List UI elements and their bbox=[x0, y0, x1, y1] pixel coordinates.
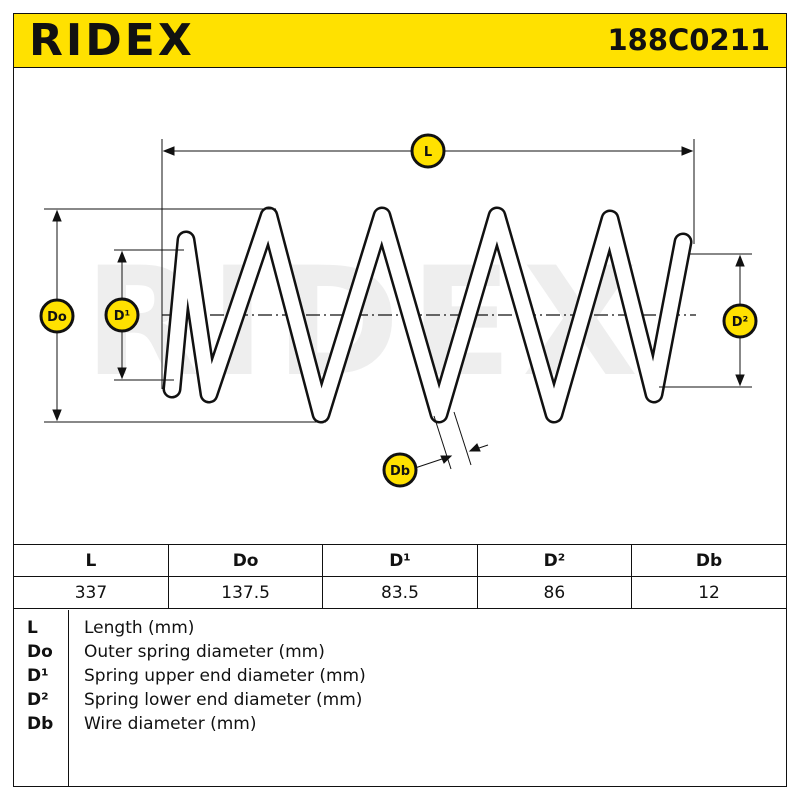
badge-D2-label: D² bbox=[732, 315, 749, 330]
spec-table-value-row: 337 137.5 83.5 86 12 bbox=[14, 576, 786, 609]
header-bar: RIDEX 188C0211 bbox=[14, 14, 786, 68]
spec-value-Do: 137.5 bbox=[167, 576, 324, 609]
brand-logo: RIDEX bbox=[29, 15, 195, 66]
legend-description: Spring lower end diameter (mm) bbox=[84, 690, 363, 710]
spec-header-Db: Db bbox=[631, 544, 786, 577]
legend-description: Spring upper end diameter (mm) bbox=[84, 666, 366, 686]
spec-value-L: 337 bbox=[14, 576, 169, 609]
badge-L: L bbox=[410, 133, 446, 169]
spec-header-L: L bbox=[14, 544, 169, 577]
spring-diagram: RIDEX bbox=[39, 133, 758, 488]
dimension-wire-diameter bbox=[411, 411, 489, 470]
dimension-lower-end-diameter bbox=[659, 253, 752, 388]
badge-Do: Do bbox=[39, 298, 75, 334]
legend-symbol: D² bbox=[27, 690, 49, 710]
product-sheet: RIDEX 188C0211 RIDEX bbox=[13, 13, 787, 787]
badge-Do-label: Do bbox=[47, 310, 67, 325]
spec-value-Db: 12 bbox=[631, 576, 786, 609]
spec-value-D2: 86 bbox=[476, 576, 633, 609]
legend-description: Outer spring diameter (mm) bbox=[84, 642, 325, 662]
legend-divider bbox=[68, 610, 69, 786]
badge-D1-label: D¹ bbox=[114, 309, 131, 324]
legend-symbol: Do bbox=[27, 642, 53, 662]
badge-L-label: L bbox=[424, 145, 432, 160]
legend-symbol: L bbox=[27, 618, 38, 638]
spec-header-D2: D² bbox=[476, 544, 633, 577]
spec-header-Do: Do bbox=[167, 544, 324, 577]
legend-symbol: Db bbox=[27, 714, 54, 734]
legend-symbol: D¹ bbox=[27, 666, 49, 686]
badge-D2: D² bbox=[722, 303, 758, 339]
badge-Db: Db bbox=[382, 452, 418, 488]
legend-description: Length (mm) bbox=[84, 618, 195, 638]
spec-table: L Do D¹ D² Db 337 137.5 83.5 86 12 bbox=[14, 544, 786, 609]
badge-D1: D¹ bbox=[104, 297, 140, 333]
spec-value-D1: 83.5 bbox=[322, 576, 478, 609]
spec-table-header-row: L Do D¹ D² Db bbox=[14, 544, 786, 577]
spec-header-D1: D¹ bbox=[322, 544, 478, 577]
legend-description: Wire diameter (mm) bbox=[84, 714, 257, 734]
part-number: 188C0211 bbox=[607, 23, 770, 57]
spring-coil bbox=[162, 206, 693, 424]
badge-Db-label: Db bbox=[390, 464, 410, 479]
legend: L Length (mm) Do Outer spring diameter (… bbox=[14, 610, 786, 786]
